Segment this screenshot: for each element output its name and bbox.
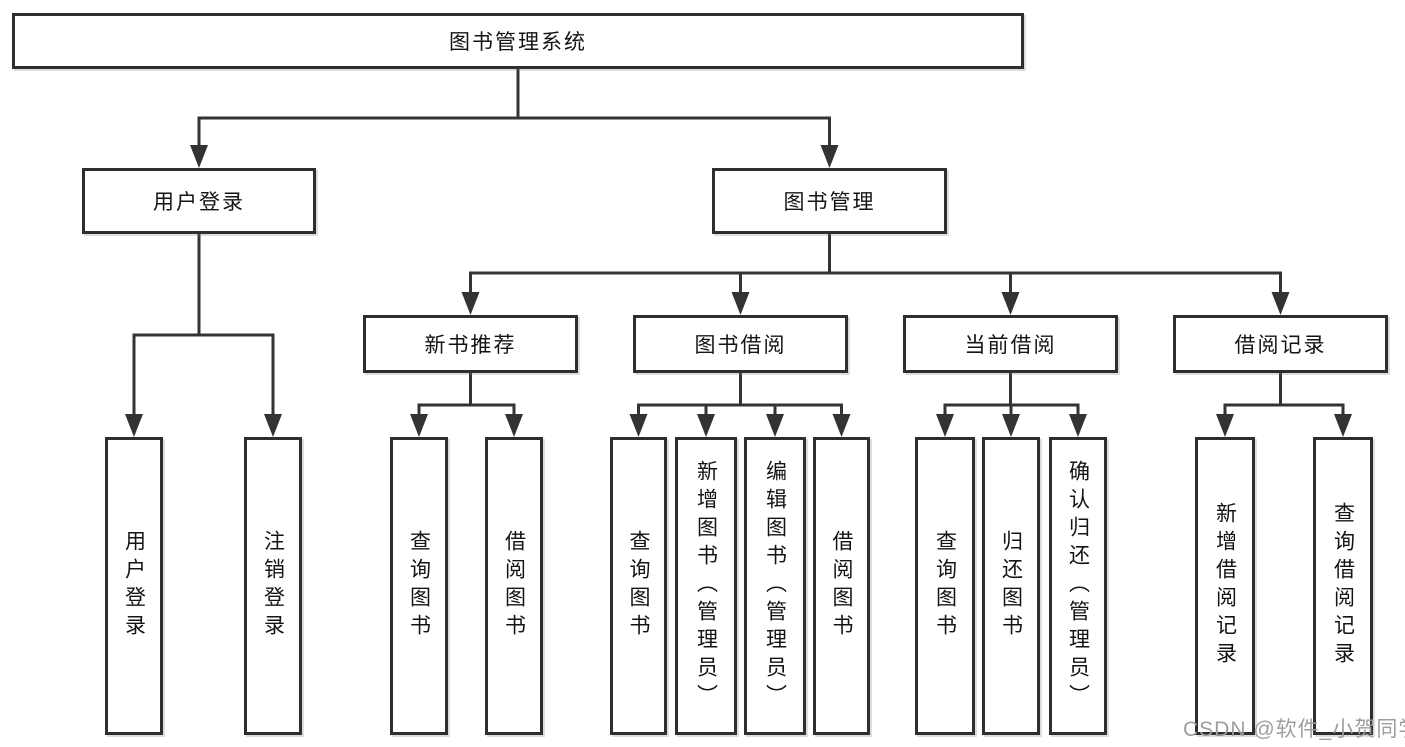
node-label: 编辑图书（管理员） bbox=[763, 460, 787, 712]
node-label: 借阅图书 bbox=[830, 530, 853, 642]
node-leaf-add-book: 新增图书（管理员） bbox=[675, 437, 737, 735]
node-label: 归还图书 bbox=[999, 530, 1023, 642]
node-leaf-return-book: 归还图书 bbox=[982, 437, 1040, 735]
node-label: 当前借阅 bbox=[964, 334, 1057, 357]
node-label: 注销登录 bbox=[261, 530, 285, 642]
node-login: 用户登录 bbox=[82, 168, 316, 234]
node-label: 借阅图书 bbox=[502, 530, 526, 642]
node-label: 用户登录 bbox=[153, 191, 245, 214]
node-leaf-confirm-return: 确认归还（管理员） bbox=[1049, 437, 1107, 735]
node-current: 当前借阅 bbox=[903, 315, 1118, 373]
node-borrow: 图书借阅 bbox=[633, 315, 848, 373]
node-label: 图书借阅 bbox=[694, 334, 787, 357]
node-leaf-borrow-book-2: 借阅图书 bbox=[813, 437, 870, 735]
node-label: 确认归还（管理员） bbox=[1066, 460, 1090, 712]
node-leaf-borrow-book-1: 借阅图书 bbox=[485, 437, 543, 735]
node-label: 查询图书 bbox=[933, 530, 957, 642]
node-leaf-user-login: 用户登录 bbox=[105, 437, 163, 735]
node-label: 查询图书 bbox=[627, 530, 650, 642]
node-recommend: 新书推荐 bbox=[363, 315, 578, 373]
node-label: 新书推荐 bbox=[424, 334, 517, 357]
node-label: 用户登录 bbox=[122, 530, 146, 642]
node-label: 查询借阅记录 bbox=[1331, 502, 1355, 670]
node-label: 图书管理 bbox=[783, 191, 876, 214]
node-leaf-edit-book: 编辑图书（管理员） bbox=[744, 437, 806, 735]
node-leaf-add-record: 新增借阅记录 bbox=[1195, 437, 1255, 735]
node-label: 借阅记录 bbox=[1234, 334, 1327, 357]
node-leaf-logout: 注销登录 bbox=[244, 437, 302, 735]
node-leaf-query-record: 查询借阅记录 bbox=[1313, 437, 1373, 735]
node-label: 新增借阅记录 bbox=[1213, 502, 1237, 670]
watermark: CSDN @软件_小贺同学 bbox=[1183, 718, 1405, 741]
node-root: 图书管理系统 bbox=[12, 13, 1024, 69]
node-leaf-query-book-2: 查询图书 bbox=[610, 437, 667, 735]
node-records: 借阅记录 bbox=[1173, 315, 1388, 373]
node-label: 新增图书（管理员） bbox=[694, 460, 718, 712]
node-leaf-query-book-1: 查询图书 bbox=[390, 437, 448, 735]
node-label: 图书管理系统 bbox=[449, 31, 587, 54]
node-mgmt: 图书管理 bbox=[712, 168, 947, 234]
node-leaf-query-book-3: 查询图书 bbox=[915, 437, 975, 735]
node-label: 查询图书 bbox=[407, 530, 431, 642]
